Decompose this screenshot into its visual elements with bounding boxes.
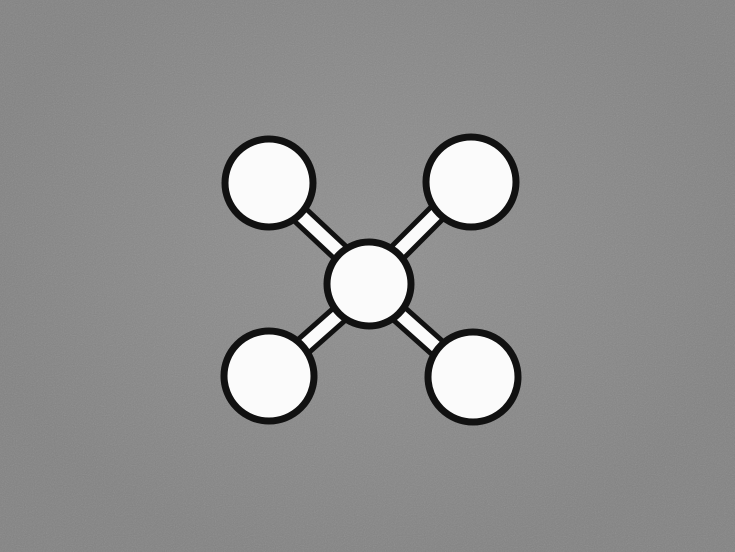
bond-bottom-left	[291, 302, 351, 359]
bond-top-left	[288, 202, 352, 265]
bond-bottom-right	[388, 302, 450, 361]
bond-top-right	[387, 200, 450, 263]
atom-top-left	[221, 135, 317, 231]
atom-top-right	[422, 133, 520, 231]
atom-bottom-right	[424, 328, 522, 426]
atom-bottom-left	[220, 327, 318, 425]
atom-center	[323, 238, 415, 330]
